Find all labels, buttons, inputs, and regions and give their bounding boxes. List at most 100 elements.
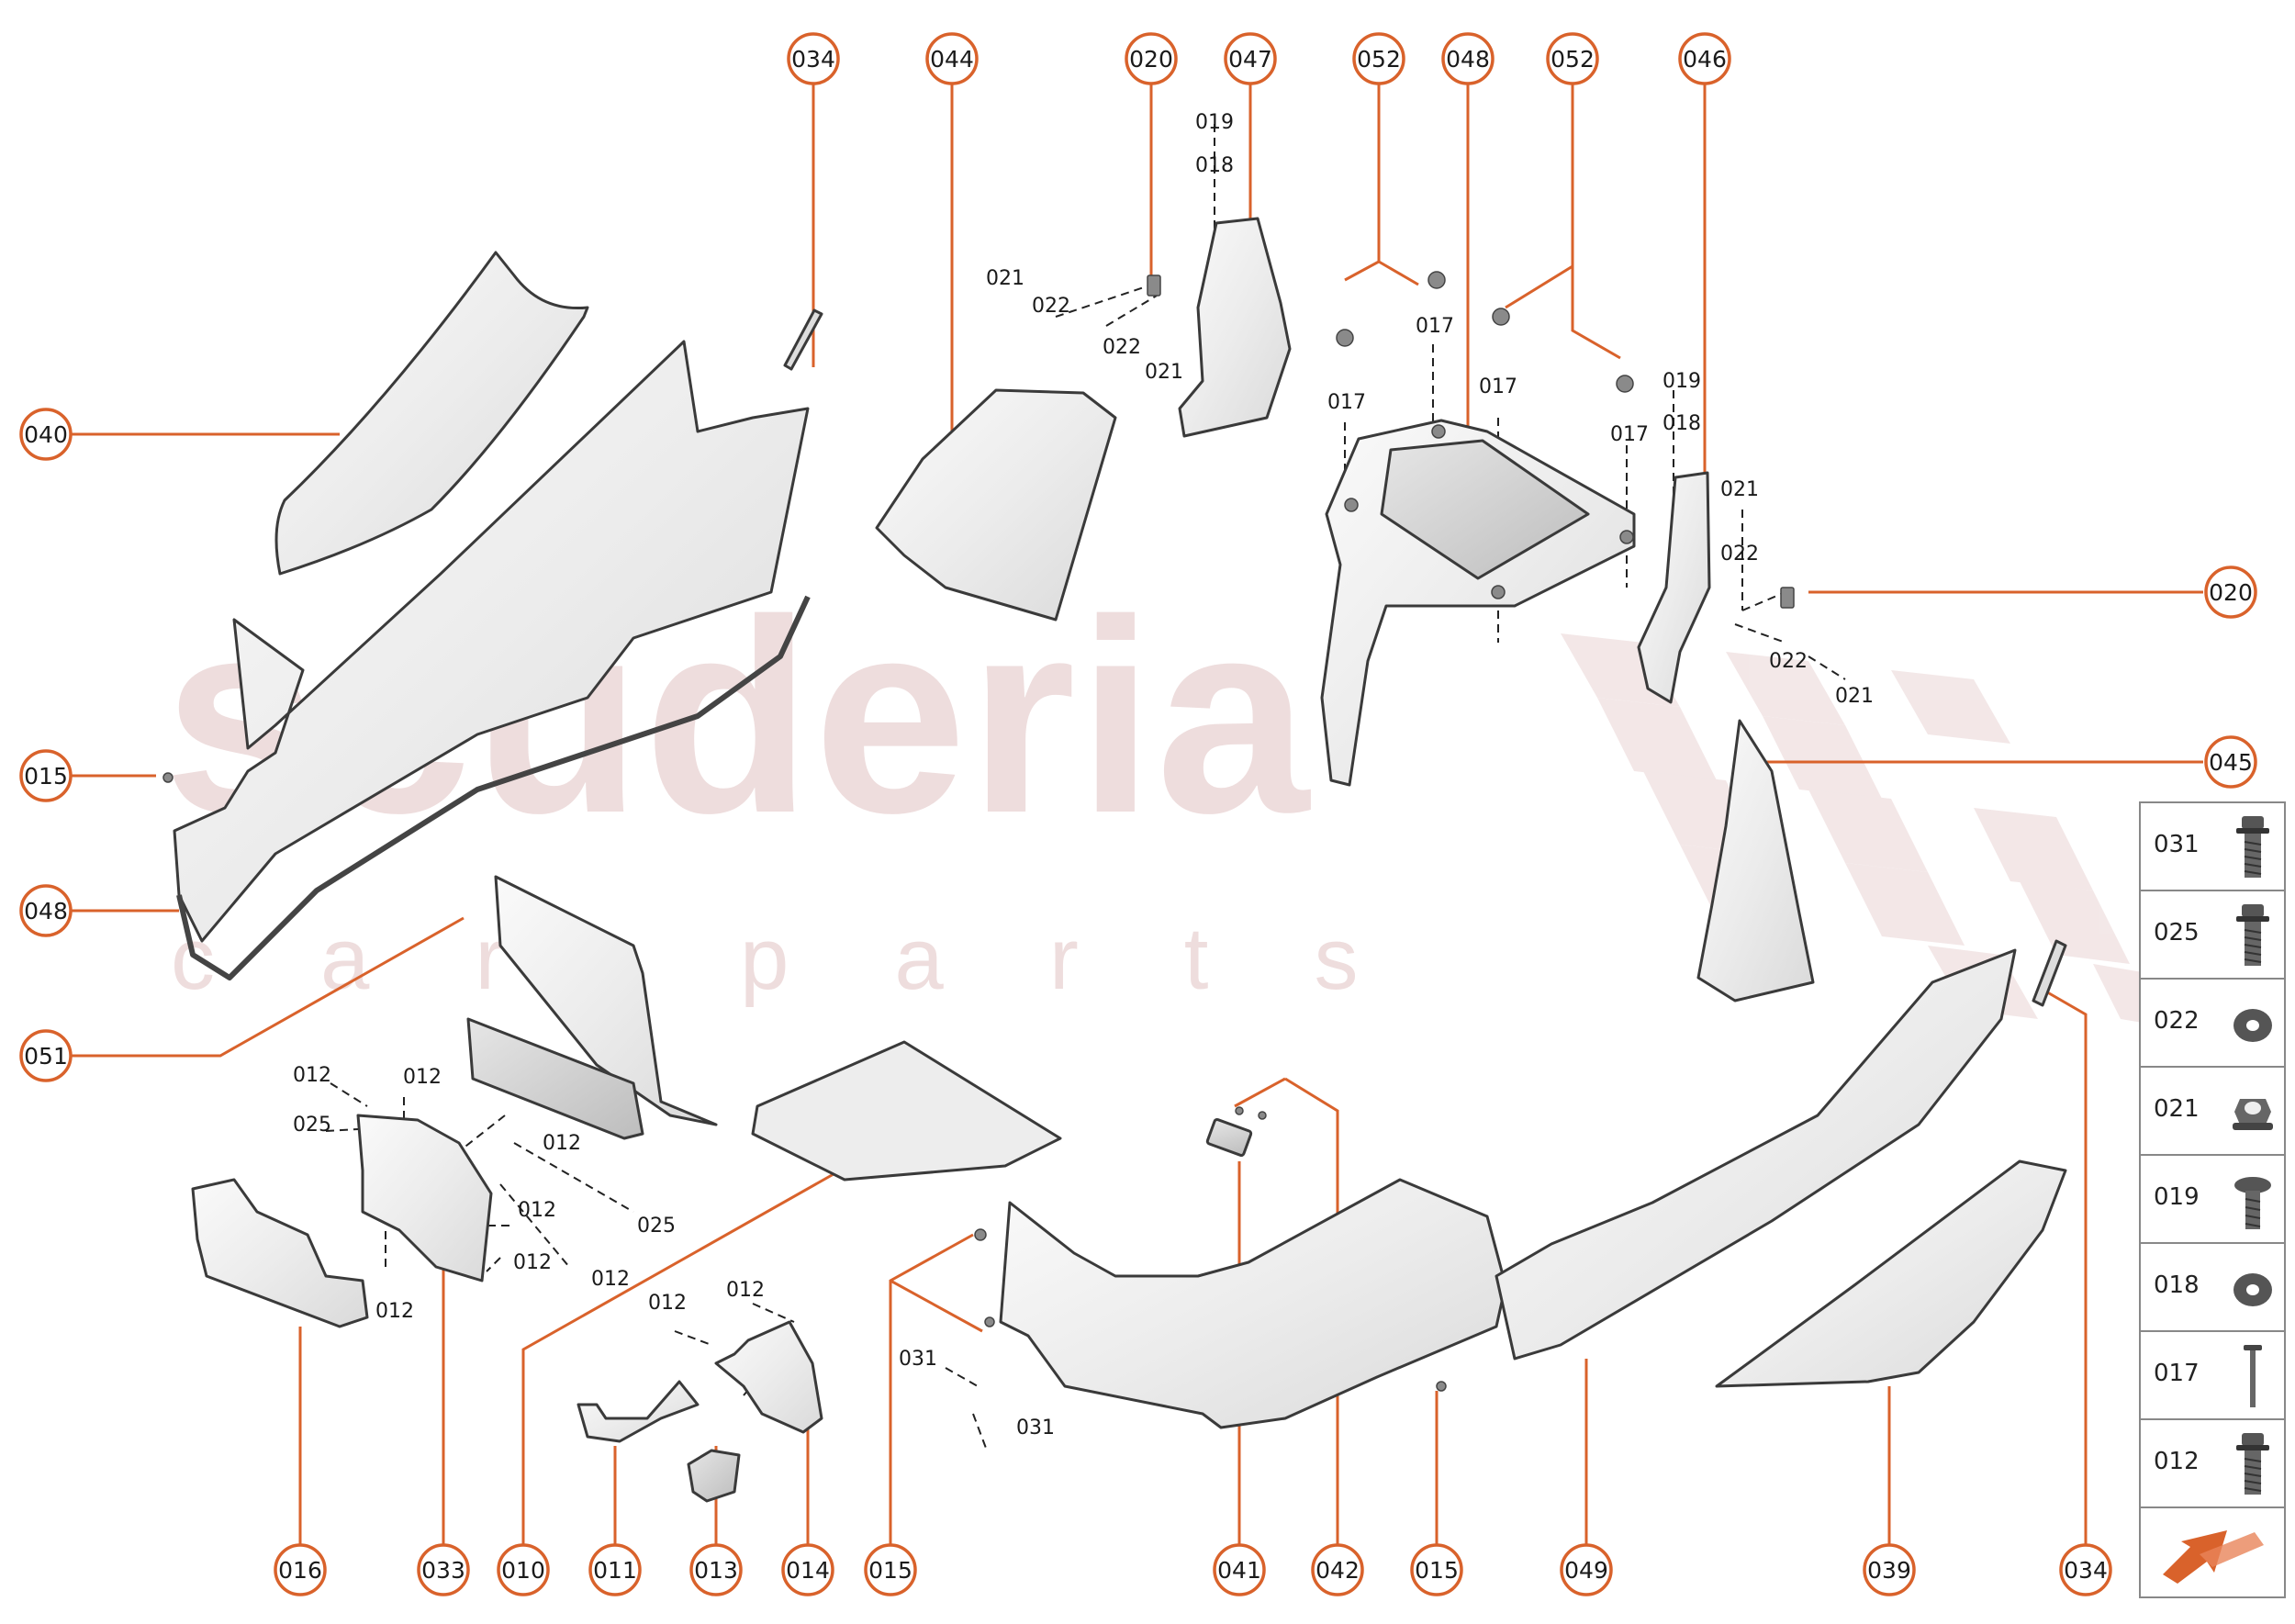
part-label-012: 012 [518,1199,556,1222]
part-label-022: 022 [1032,295,1070,318]
callout-circle [1224,32,1277,85]
legend-label: 031 [2154,831,2200,858]
callout-015: 015 [864,1543,917,1596]
callout-042: 042 [1311,1543,1364,1596]
legend-label: 018 [2154,1271,2200,1299]
callout-circle [1441,32,1495,85]
legend-label: 019 [2154,1183,2200,1211]
part-041-plate [1205,1118,1253,1157]
callout-circle [1863,1543,1916,1596]
part-011-bracket [577,1380,700,1443]
parts [173,217,2067,1503]
callout-label: 011 [593,1557,637,1584]
flange-bolt-icon [2233,1431,2273,1497]
callout-label: 013 [694,1557,738,1584]
callout-label: 042 [1315,1557,1360,1584]
part-label-021: 021 [1145,361,1183,384]
callout-051: 051 [19,1029,73,1082]
callout-049: 049 [1560,1543,1613,1596]
callout-label: 048 [1446,46,1490,73]
callout-circle [864,1543,917,1596]
part-label-019: 019 [1662,370,1701,393]
callout-label: 015 [1415,1557,1459,1584]
callout-circle [1560,1543,1613,1596]
legend-row-012: 012 [2141,1420,2284,1508]
callout-033: 033 [417,1543,470,1596]
callout-circle [2204,566,2257,619]
part-label-018: 018 [1662,412,1701,435]
part-label-031: 031 [899,1348,937,1371]
callout-circle [1678,32,1731,85]
part-label-025: 025 [293,1114,331,1137]
part-label-012: 012 [375,1300,414,1323]
flange-nut-icon [2233,1079,2273,1145]
part-label-019: 019 [1195,111,1234,134]
legend-row-019: 019 [2141,1156,2284,1244]
callout-039: 039 [1863,1543,1916,1596]
part-051-plate [494,875,718,1126]
legend-label: 017 [2154,1360,2200,1387]
callout-047: 047 [1224,32,1277,85]
front-direction-arrow-icon [2154,1519,2273,1585]
callout-circle [1546,32,1599,85]
part-label-017: 017 [1416,315,1454,338]
callout-label: 015 [24,763,68,790]
callout-circle [19,884,73,937]
legend-row-031: 031 [2141,803,2284,891]
washer-icon [2233,991,2273,1057]
callout-034: 034 [787,32,840,85]
part-label-018: 018 [1195,154,1234,177]
callout-circle [588,1543,642,1596]
callout-label: 051 [24,1043,68,1070]
part-046-bracket [1637,471,1711,704]
legend-label: 021 [2154,1095,2200,1123]
part-048-lower-rim [176,595,811,980]
part-label-025: 025 [637,1215,676,1238]
callout-015: 015 [1410,1543,1463,1596]
callout-circle [2059,1543,2112,1596]
callout-013: 013 [689,1543,743,1596]
callout-label: 047 [1228,46,1272,73]
callout-label: 015 [868,1557,912,1584]
part-label-012: 012 [543,1132,581,1155]
part-label-012: 012 [513,1251,552,1274]
part-049-long-panel [1495,948,2017,1361]
part-label-022: 022 [1103,336,1141,359]
callout-045: 045 [2204,735,2257,789]
callout-016: 016 [274,1543,327,1596]
callout-circle [1213,1543,1266,1596]
callout-label: 033 [421,1557,465,1584]
callout-052: 052 [1352,32,1405,85]
callout-015: 015 [19,749,73,802]
callout-011: 011 [588,1543,642,1596]
callout-040: 040 [19,408,73,461]
callout-048: 048 [1441,32,1495,85]
callout-circle [781,1543,834,1596]
part-label-021: 021 [1720,478,1759,501]
callout-label: 039 [1867,1557,1911,1584]
pan-screw-icon [2233,1167,2273,1233]
callout-041: 041 [1213,1543,1266,1596]
part-label-012: 012 [293,1064,331,1087]
callout-circle [1410,1543,1463,1596]
callout-circle [19,749,73,802]
callout-label: 034 [2064,1557,2108,1584]
part-045-panel [1696,719,1815,1002]
callout-014: 014 [781,1543,834,1596]
callout-circle [19,1029,73,1082]
legend-row-021: 021 [2141,1068,2284,1156]
part-label-012: 012 [403,1066,442,1089]
legend-row-025: 025 [2141,891,2284,980]
callout-circle [19,408,73,461]
part-label-022: 022 [1720,543,1759,566]
callout-circle [1125,32,1178,85]
part-label-017: 017 [1327,391,1366,414]
callout-044: 044 [925,32,979,85]
part-label-031: 031 [1016,1417,1055,1439]
flange-bolt-icon [2233,902,2273,969]
part-016-block [191,1178,369,1328]
part-034-strip [783,308,823,371]
